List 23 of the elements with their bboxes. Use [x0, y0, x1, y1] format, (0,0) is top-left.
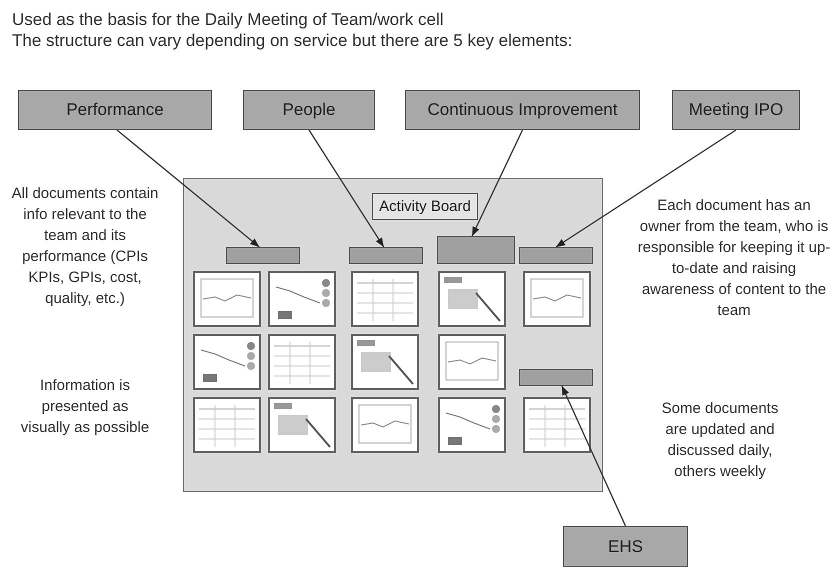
note-text: Each document has an owner from the team, who is responsible for keeping it up-to-date and raising awareness of content to the team	[636, 196, 832, 321]
leader-arrow	[556, 129, 736, 248]
heading-text: Used as the basis for the Daily Meeting of Team/work cell	[12, 10, 444, 30]
element-label-box: Meeting IPO	[672, 90, 800, 130]
header-strip	[437, 236, 515, 264]
header-strip	[519, 369, 593, 386]
note-text: All documents contain info relevant to the team and its performance (CPIs KPIs, GPIs, cost, quality, etc.)	[10, 184, 160, 309]
element-label-box: Performance	[18, 90, 212, 130]
leader-arrow	[116, 130, 260, 248]
note-text: Information is presented as visually as possible	[20, 376, 150, 438]
element-label-box: People	[243, 90, 375, 130]
element-label-box: EHS	[563, 526, 688, 567]
leader-arrow	[472, 130, 524, 236]
board-title: Activity Board	[372, 193, 478, 220]
note-text: Some documents are updated and discussed daily, others weekly	[660, 399, 780, 482]
element-label-box: Continuous Improvement	[405, 90, 640, 130]
activity-board-panel	[183, 178, 603, 492]
header-strip	[519, 247, 593, 264]
header-strip	[226, 247, 300, 264]
leader-arrow	[308, 130, 384, 248]
header-strip	[349, 247, 423, 264]
heading-text: The structure can vary depending on service but there are 5 key elements:	[12, 31, 574, 51]
leader-arrow	[561, 386, 626, 526]
